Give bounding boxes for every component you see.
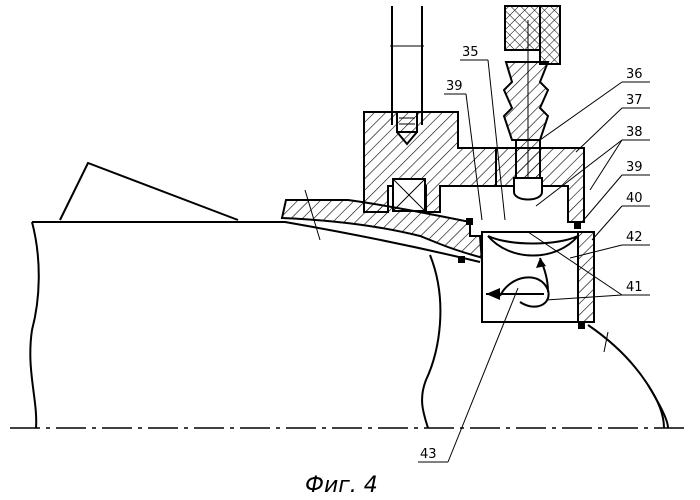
label-40: 40 xyxy=(626,191,643,206)
clamp-block xyxy=(364,112,496,212)
wedge-element xyxy=(60,163,238,220)
seal xyxy=(578,322,585,329)
label-39-left: 39 xyxy=(446,79,463,94)
label-41: 41 xyxy=(626,280,643,295)
label-39-right: 39 xyxy=(626,160,643,175)
ball xyxy=(514,178,542,200)
seal xyxy=(574,222,581,229)
seal xyxy=(458,256,465,263)
seal xyxy=(466,218,473,225)
label-38: 38 xyxy=(626,125,643,140)
valve-chamber xyxy=(482,232,594,322)
label-36: 36 xyxy=(626,67,643,82)
label-43: 43 xyxy=(420,447,437,462)
label-42: 42 xyxy=(626,230,643,245)
label-35: 35 xyxy=(462,45,479,60)
label-37: 37 xyxy=(626,93,643,108)
figure-caption: Фиг. 4 xyxy=(305,473,378,498)
nozzle-assembly xyxy=(496,6,584,222)
